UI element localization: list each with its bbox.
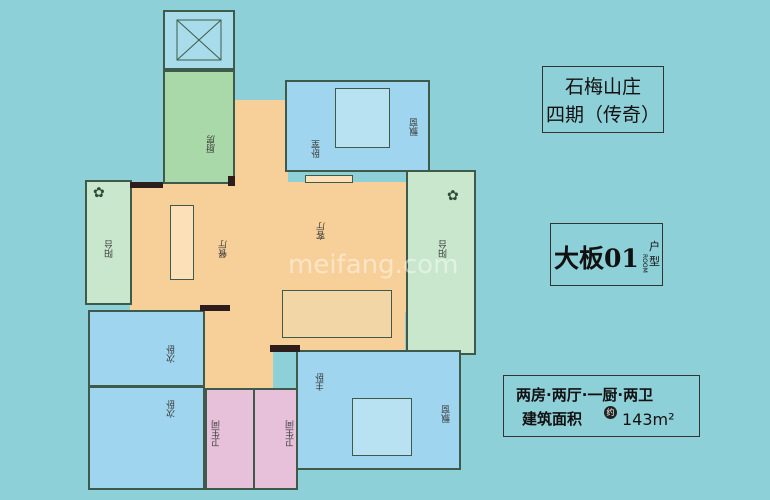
- second-bedroom-2: [88, 386, 205, 490]
- sofa-set-icon: [282, 290, 392, 338]
- unit-suffix-bottom: 型: [649, 255, 660, 268]
- label-dining: 餐厅: [219, 240, 229, 258]
- tv-cabinet-icon: [305, 175, 353, 183]
- unit-suffix-en: ROOM: [641, 254, 648, 273]
- living-upper: [233, 100, 288, 184]
- plant-icon: ✿: [93, 185, 105, 201]
- layout-summary: 两房·两厅·一厨·两卫: [516, 386, 654, 404]
- label-kitchen: 厨房: [207, 135, 217, 153]
- wall: [200, 305, 230, 311]
- plant-icon: ✿: [447, 188, 459, 204]
- bed-icon: [352, 398, 412, 456]
- label-second-bedroom-2: 次卧: [167, 400, 177, 418]
- project-phase: 四期（传奇）: [546, 104, 661, 126]
- area-label: 建筑面积: [522, 410, 583, 428]
- dining-table-icon: [170, 205, 194, 280]
- wall: [228, 176, 235, 186]
- shaft-cross-icon: [176, 19, 222, 61]
- label-living: 客厅: [317, 222, 327, 240]
- wall: [270, 345, 300, 352]
- wall: [130, 182, 163, 188]
- shaft: [163, 10, 235, 70]
- label-bedroom-top: 卧室: [312, 140, 322, 158]
- label-bathroom-1: 卫生间: [212, 420, 222, 447]
- unit-suffix-top: 户: [649, 240, 660, 253]
- area-value: 143m²: [622, 410, 675, 429]
- bathroom-1: [205, 388, 255, 490]
- corridor: [205, 305, 273, 390]
- label-bay-window-top: 飘窗: [410, 118, 420, 136]
- bed-icon: [335, 88, 390, 148]
- watermark: meifang.com: [288, 250, 459, 280]
- kitchen: [163, 70, 235, 184]
- label-master-bedroom: 主卧: [316, 373, 326, 391]
- balcony-left: [85, 180, 132, 305]
- project-title-box: 石梅山庄 四期（传奇）: [542, 66, 664, 133]
- unit-name: 大板01: [554, 244, 639, 273]
- label-second-bedroom-1: 次卧: [167, 345, 177, 363]
- summary-box: 两房·两厅·一厨·两卫 建筑面积 约 143m²: [503, 375, 700, 437]
- label-bay-window-master: 飘窗: [442, 405, 452, 423]
- project-name: 石梅山庄: [564, 76, 641, 98]
- second-bedroom-1: [88, 310, 205, 387]
- approx-badge: 约: [604, 406, 617, 419]
- label-balcony-left: 阳台: [105, 240, 115, 258]
- unit-type-box: 大板01 ROOM 户 型: [550, 223, 663, 286]
